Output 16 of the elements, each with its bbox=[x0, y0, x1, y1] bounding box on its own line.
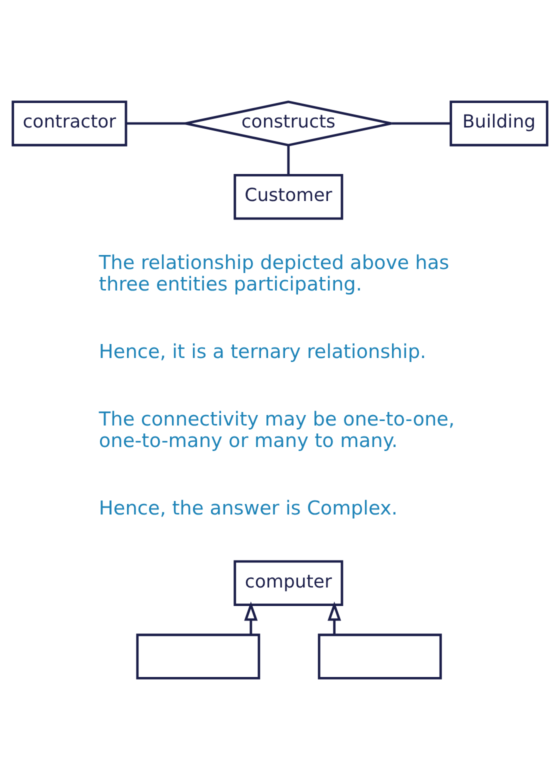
node-box: contractor bbox=[12, 100, 128, 146]
label: Hence, the answer is Complex. bbox=[98, 496, 398, 519]
arrow bbox=[244, 601, 258, 634]
label: The relationship depicted above has three entities participating. bbox=[98, 250, 450, 295]
node-box: Customer bbox=[234, 174, 344, 220]
node-box bbox=[136, 633, 260, 679]
node-box bbox=[318, 633, 442, 679]
connector bbox=[126, 122, 186, 124]
connector bbox=[287, 145, 290, 174]
connector bbox=[392, 122, 451, 124]
label: The connectivity may be one-to-one, one-to-many or many to many. bbox=[98, 406, 455, 452]
node-box: computer bbox=[234, 560, 344, 606]
arrow bbox=[328, 601, 342, 634]
label: Hence, it is a ternary relationship. bbox=[98, 339, 426, 362]
node-box: Building bbox=[450, 100, 548, 146]
node-diamond: constructs bbox=[184, 100, 392, 146]
